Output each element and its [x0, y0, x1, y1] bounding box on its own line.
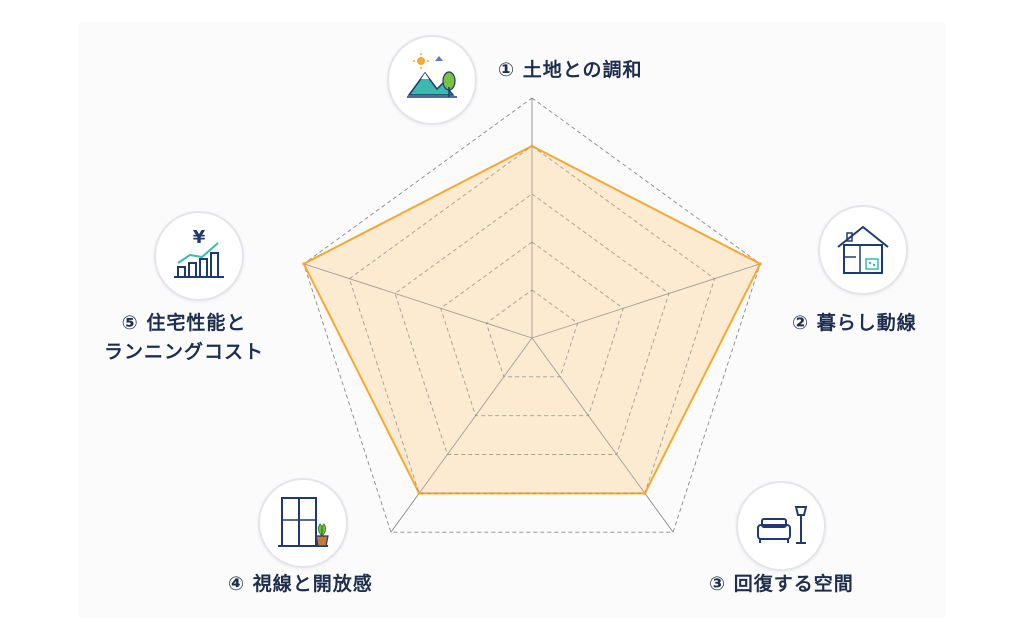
data-point-1 — [530, 144, 534, 148]
axis-label-5: ⑤ 住宅性能と ランニングコスト — [104, 309, 264, 367]
axis-label-5-line-2: ランニングコスト — [104, 341, 265, 363]
grid-spoke-overlay-4 — [418, 337, 533, 494]
grid-spoke-overlay-2 — [531, 263, 761, 339]
axis-label-4: ④ 視線と開放感 — [228, 570, 373, 599]
house-floorplan-icon — [818, 205, 908, 295]
grid-spoke-overlay-3 — [531, 337, 646, 494]
grid-ring-overlay-1 — [485, 289, 579, 378]
sofa-lamp-icon — [736, 481, 826, 571]
window-plant-icon — [258, 478, 348, 568]
grid-spoke-overlay-5 — [303, 263, 533, 339]
yen-bar-chart-icon: ¥ — [154, 211, 244, 301]
axis-label-3-line: ③ 回復する空間 — [709, 573, 854, 595]
axis-label-5-line-1: ⑤ 住宅性能と — [121, 312, 247, 334]
axis-label-4-line: ④ 視線と開放感 — [228, 573, 373, 595]
data-point-2 — [758, 262, 762, 266]
axis-label-2-line: ② 暮らし動線 — [792, 312, 917, 334]
radar-data — [302, 144, 762, 495]
axis-label-1: ① 土地との調和 — [498, 56, 643, 85]
svg-text:¥: ¥ — [193, 227, 206, 248]
grid-ring-overlay-3 — [394, 193, 670, 455]
grid-ring-overlay-4 — [348, 145, 716, 494]
grid-ring-overlay-2 — [440, 241, 624, 417]
data-point-3 — [643, 491, 647, 495]
axis-label-3: ③ 回復する空間 — [709, 570, 854, 599]
landscape-icon — [387, 35, 477, 125]
axis-label-1-line: ① 土地との調和 — [498, 59, 643, 81]
data-point-5 — [302, 262, 306, 266]
data-point-4 — [417, 491, 421, 495]
axis-label-2: ② 暮らし動線 — [792, 309, 917, 338]
